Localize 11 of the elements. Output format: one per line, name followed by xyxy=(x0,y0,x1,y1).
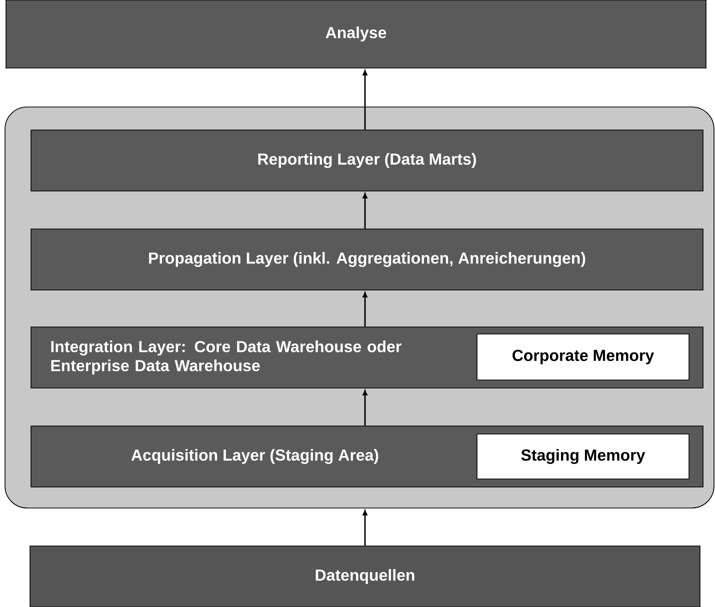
arrow xyxy=(362,70,368,130)
memory-box: Corporate Memory xyxy=(476,334,690,380)
source-box: Datenquellen xyxy=(30,546,700,607)
layer-box: Propagation Layer (inkl. Aggregationen, Anreicherungen) xyxy=(30,228,704,290)
layer-box: Reporting Layer (Data Marts) xyxy=(30,130,704,192)
arrow xyxy=(362,193,368,229)
layer-box: Analyse xyxy=(6,0,706,68)
arrow xyxy=(362,390,368,426)
memory-box: Staging Memory xyxy=(476,434,690,480)
arrow xyxy=(362,510,368,546)
arrow xyxy=(362,292,368,327)
